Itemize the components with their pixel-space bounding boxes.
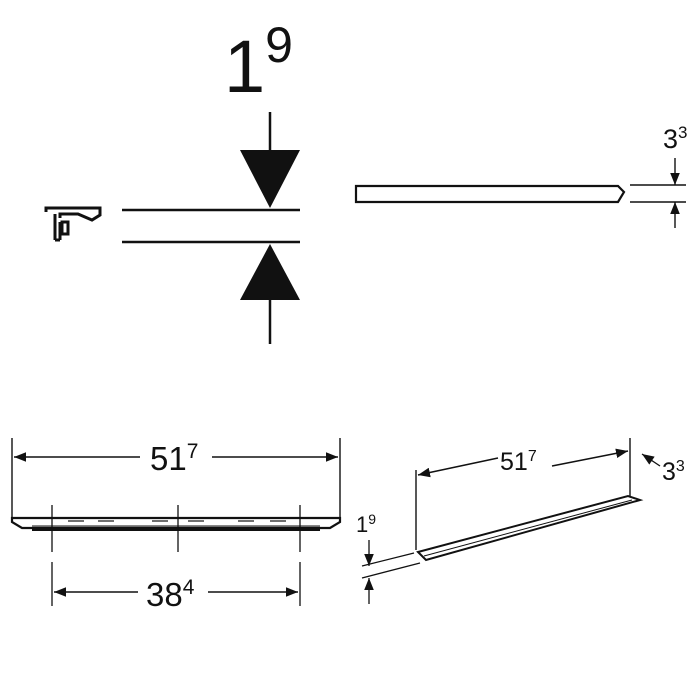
front-length-label: 517 bbox=[150, 440, 198, 477]
detail-view: 19 bbox=[44, 17, 300, 344]
front-spacing-label: 384 bbox=[146, 576, 195, 613]
iso-length-dim-right bbox=[551, 448, 629, 467]
iso-thickness-arrow bbox=[641, 453, 661, 467]
isometric-view: 517 19 33 bbox=[356, 438, 685, 604]
side-thickness-label: 33 bbox=[663, 123, 688, 154]
iso-thickness-label: 33 bbox=[662, 458, 685, 486]
detail-bottom-arrow bbox=[240, 244, 300, 300]
bracket-profile-icon bbox=[44, 206, 102, 242]
front-view: 517 384 bbox=[10, 438, 342, 613]
iso-length-label: 517 bbox=[500, 448, 537, 476]
side-profile bbox=[354, 184, 626, 204]
iso-length-dim-left bbox=[417, 457, 499, 478]
side-view: 33 bbox=[354, 123, 688, 228]
detail-gap-label: 19 bbox=[224, 17, 293, 108]
iso-gap-label: 19 bbox=[356, 511, 376, 537]
detail-top-arrow bbox=[240, 150, 300, 208]
